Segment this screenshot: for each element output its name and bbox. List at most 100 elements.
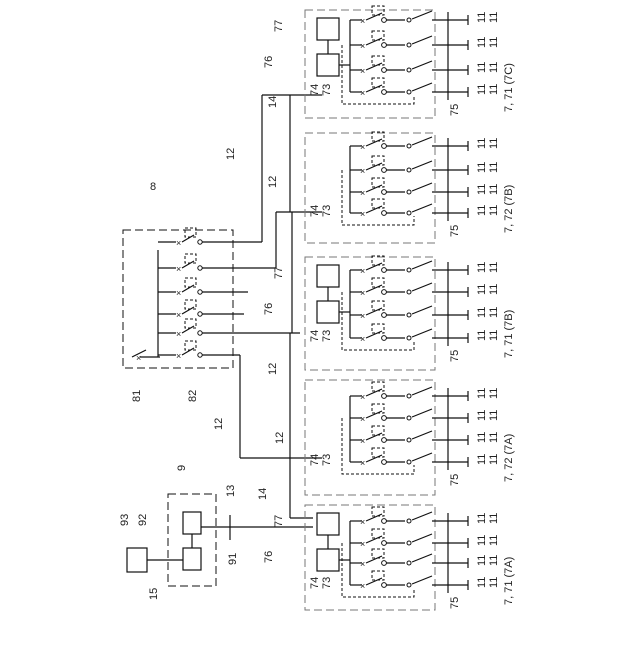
ref-label-8: 8 [150, 181, 156, 193]
ref-label-73: 73 [321, 84, 333, 96]
module-label: 7, 71 (7A) [503, 557, 515, 605]
breaker-x-mark: × [360, 166, 365, 176]
relay-blade [412, 409, 432, 417]
ref-label-75: 75 [449, 225, 461, 237]
contact-circle [382, 68, 387, 73]
ref-label-11: 11 [476, 37, 488, 48]
contact-circle [382, 290, 387, 295]
breaker-dashed-box [372, 507, 384, 516]
db-contact-circle [198, 312, 202, 316]
breaker-blade [366, 411, 382, 418]
relay-contact [407, 336, 411, 340]
breaker-blade [366, 85, 382, 92]
breaker-x-mark: × [360, 142, 365, 152]
ref-label-11b: 11 [488, 138, 500, 149]
ref-label-11: 11 [476, 577, 488, 588]
relay-contact [407, 290, 411, 294]
contact-circle [382, 90, 387, 95]
ref-label-11b: 11 [488, 262, 500, 273]
block-77 [317, 18, 339, 40]
ref-label-75: 75 [449, 350, 461, 362]
signal-path-73 [342, 45, 414, 104]
breaker-dashed-box [372, 404, 384, 413]
contact-circle [382, 416, 387, 421]
module-label: 7, 71 (7C) [503, 63, 515, 112]
relay-blade [412, 554, 432, 562]
ref-label-75: 75 [449, 597, 461, 609]
ref-label-74: 74 [309, 330, 321, 342]
ref-label-11b: 11 [488, 37, 500, 48]
db-breaker-dashed-box [185, 254, 196, 263]
ref-label-13: 13 [225, 485, 237, 497]
db-contact-circle [198, 240, 202, 244]
db-breaker-dashed-box [185, 319, 196, 328]
db-breaker-x-mark: × [176, 238, 181, 248]
breaker-blade [366, 536, 382, 543]
ref-label-11: 11 [476, 205, 488, 216]
db-breaker-dashed-box [185, 300, 196, 309]
breaker-x-mark: × [360, 436, 365, 446]
breaker-blade [366, 13, 382, 20]
breaker-x-mark: × [360, 66, 365, 76]
ref-label-11b: 11 [488, 84, 500, 95]
breaker-x-mark: × [360, 16, 365, 26]
ref-label-11: 11 [476, 330, 488, 341]
breaker-blade [366, 63, 382, 70]
breaker-x-mark: × [360, 188, 365, 198]
relay-contact [407, 416, 411, 420]
relay-blade [412, 453, 432, 461]
contact-circle [382, 438, 387, 443]
ref-label-15: 15 [148, 588, 160, 600]
db-breaker-blade [182, 348, 194, 355]
breaker-dashed-box [372, 571, 384, 580]
relay-contact [407, 190, 411, 194]
contact-circle [382, 336, 387, 341]
ref-label-12d: 12 [213, 418, 225, 430]
relay-contact [407, 68, 411, 72]
ref-label-73: 73 [321, 454, 333, 466]
contact-circle [382, 460, 387, 465]
relay-blade [412, 204, 432, 212]
ref-label-77: 77 [273, 515, 285, 527]
module-label: 7, 72 (7B) [503, 185, 515, 233]
breaker-dashed-box [372, 448, 384, 457]
ref-label-81: 81 [131, 390, 143, 402]
relay-contact [407, 168, 411, 172]
db-contact-circle [198, 353, 202, 357]
module-label: 7, 71 (7B) [503, 310, 515, 358]
ref-label-11: 11 [476, 388, 488, 399]
module-label: 7, 72 (7A) [503, 434, 515, 482]
ref-label-92: 92 [137, 514, 149, 526]
relay-blade [412, 11, 432, 19]
ref-label-11: 11 [476, 454, 488, 465]
breaker-x-mark: × [360, 414, 365, 424]
breaker-x-mark: × [360, 288, 365, 298]
ref-label-77: 77 [273, 267, 285, 279]
ref-label-77: 77 [273, 20, 285, 32]
block-76 [317, 301, 339, 323]
relay-blade [412, 36, 432, 44]
contact-circle [382, 394, 387, 399]
db-breaker-dashed-box [185, 341, 196, 350]
block-76 [317, 54, 339, 76]
relay-blade [412, 283, 432, 291]
ref-label-11b: 11 [488, 284, 500, 295]
contact-circle [382, 190, 387, 195]
ref-label-76: 76 [263, 56, 275, 68]
block-91 [183, 548, 201, 570]
breaker-x-mark: × [360, 311, 365, 321]
db-breaker-blade [182, 326, 194, 333]
relay-blade [412, 161, 432, 169]
breaker-x-mark: × [360, 209, 365, 219]
ref-label-91: 91 [227, 553, 239, 565]
breaker-blade [366, 163, 382, 170]
ref-label-76: 76 [263, 303, 275, 315]
db-breaker-x-mark: × [176, 329, 181, 339]
ref-label-11: 11 [476, 262, 488, 273]
labels: 8 81 82 9 91 92 93 13 15 12 12 12 12 12 … [119, 96, 286, 600]
ref-label-11b: 11 [488, 388, 500, 399]
ref-label-76: 76 [263, 551, 275, 563]
relay-blade [412, 306, 432, 314]
relay-contact [407, 438, 411, 442]
